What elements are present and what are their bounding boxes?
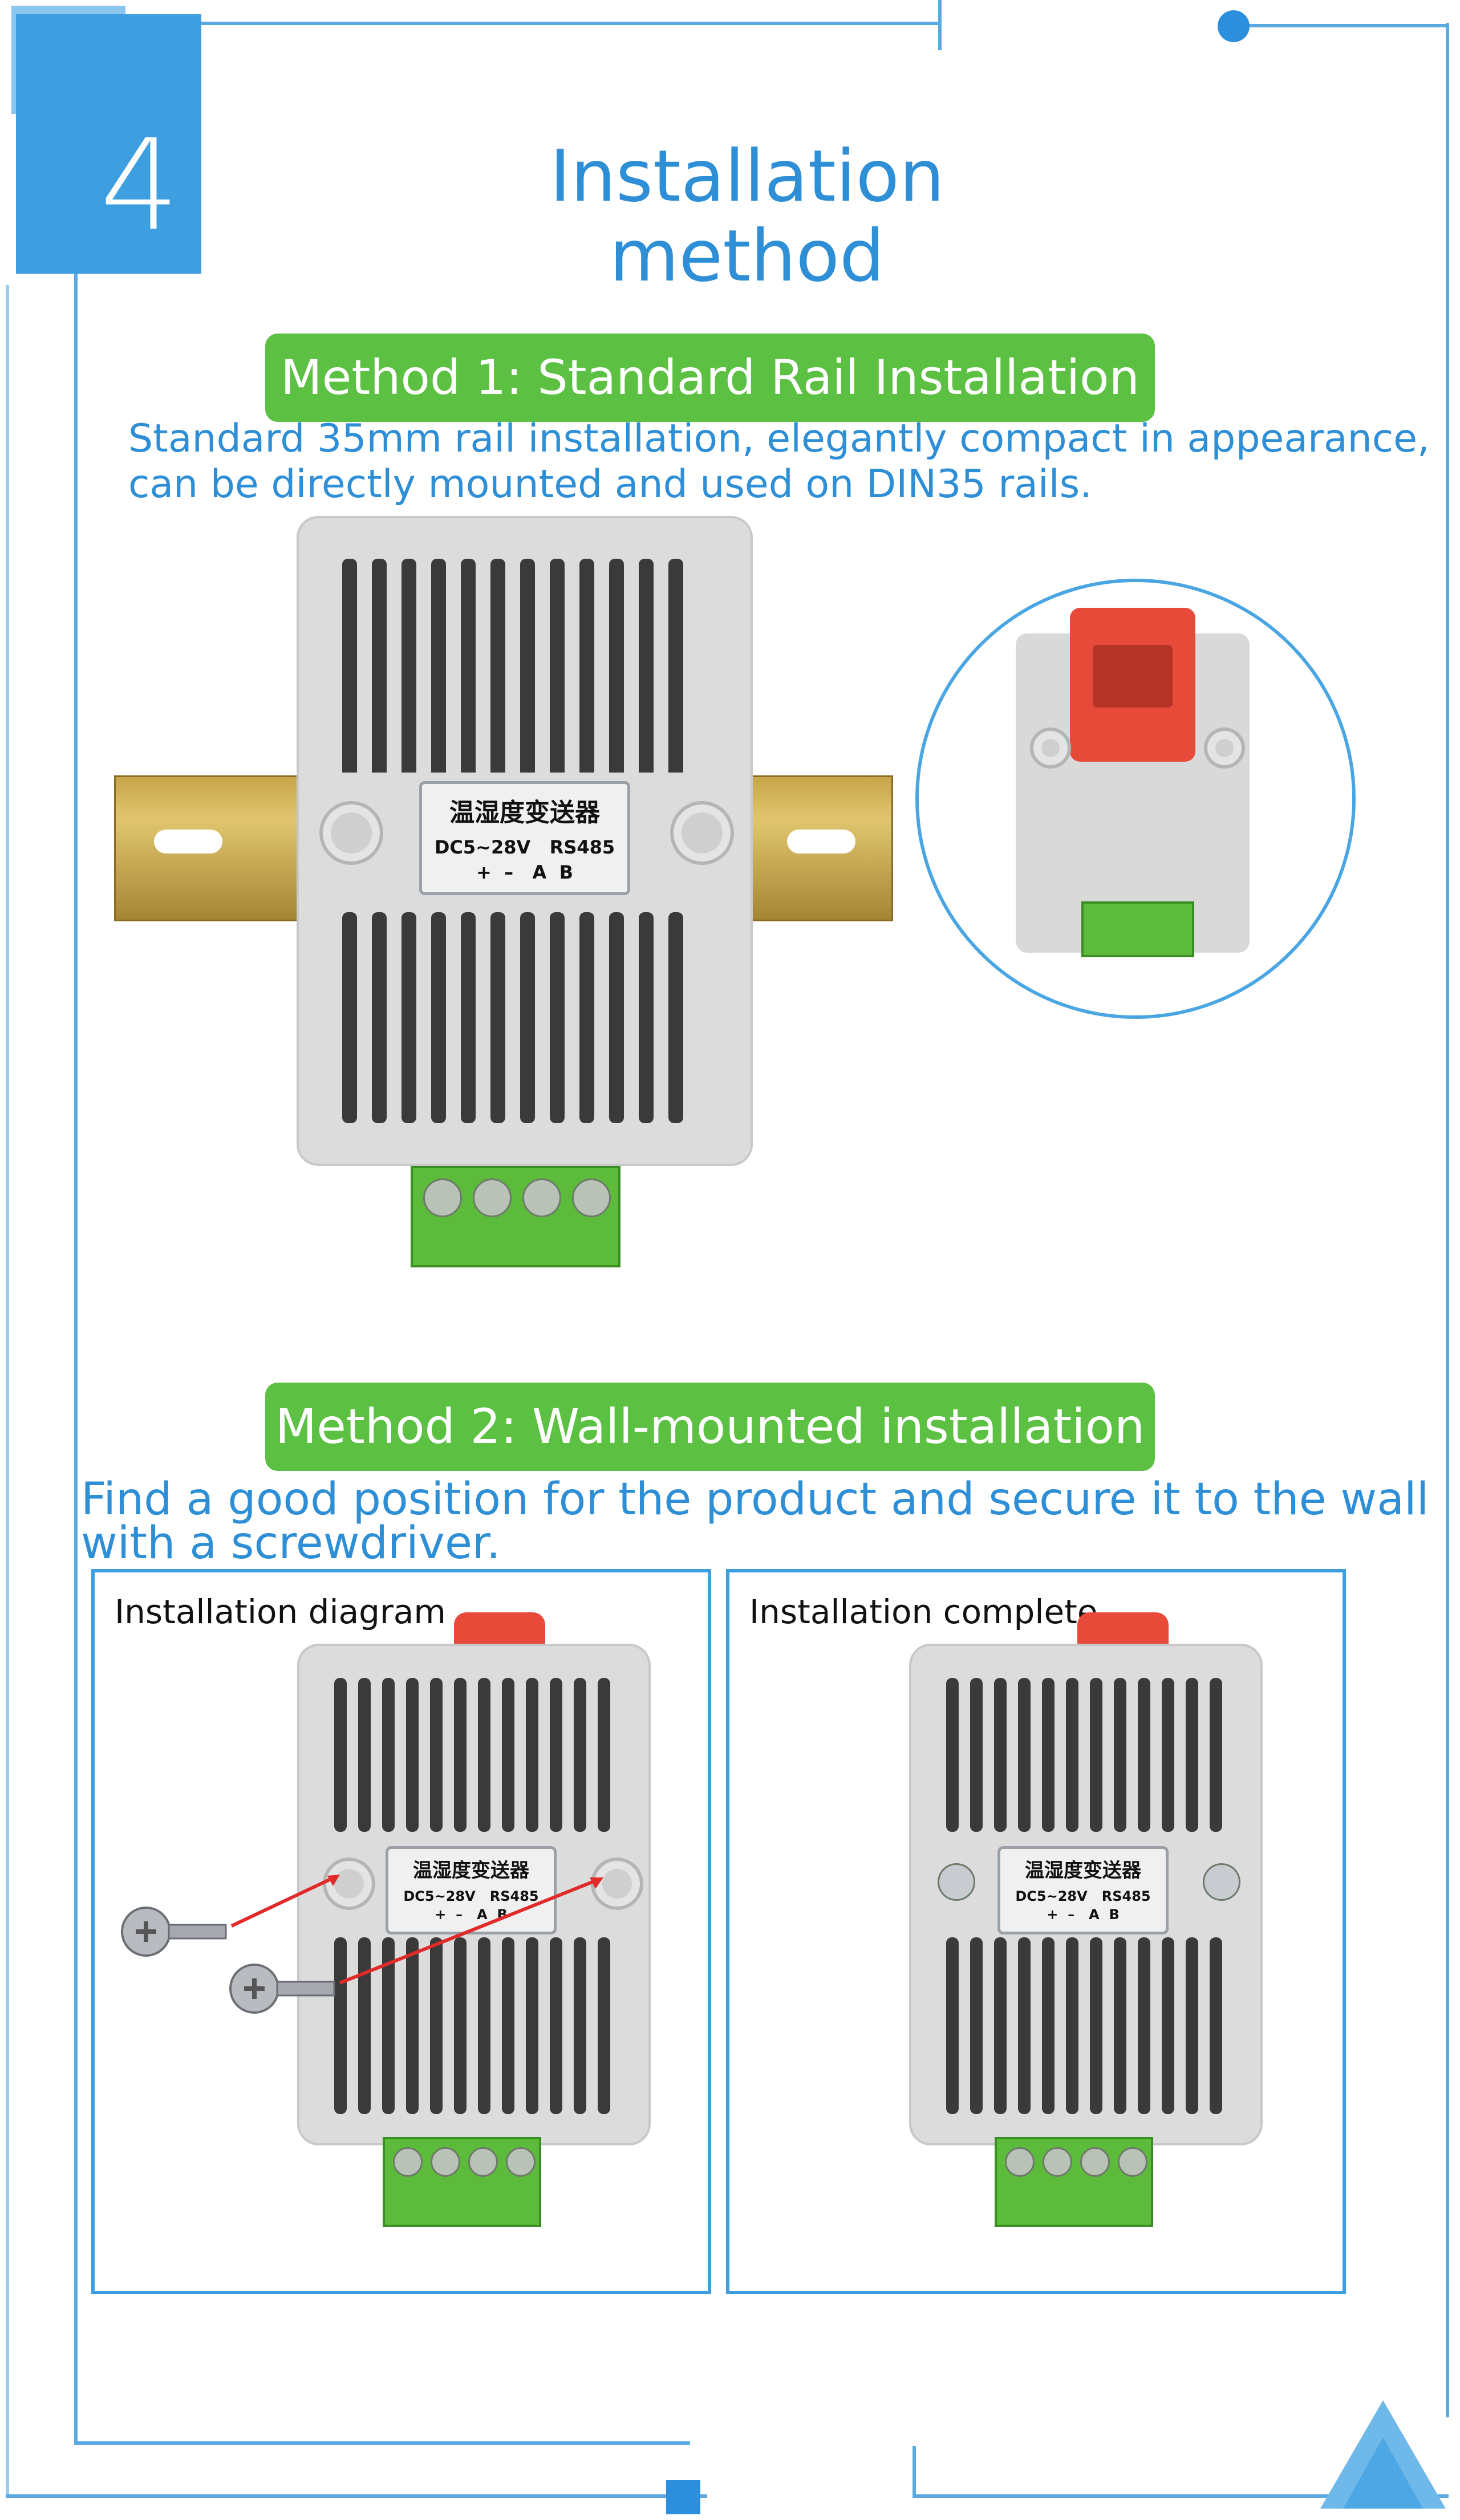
installed-screw-icon xyxy=(1203,1863,1240,1901)
terminal-screw-icon xyxy=(522,1178,561,1217)
complete-label-terminals: + – A B xyxy=(1047,1907,1120,1922)
upper-grille xyxy=(342,559,683,810)
terminal-screw-icon xyxy=(431,2147,460,2177)
triangle-icon xyxy=(1320,2400,1446,2509)
arrow-line-left xyxy=(230,1876,335,1928)
page-title: Installation method xyxy=(549,135,945,298)
mount-hole-left xyxy=(319,801,383,865)
frame-bottom-left xyxy=(6,2494,707,2498)
method1-heading: Method 1: Standard Rail Installation xyxy=(265,334,1155,422)
wall-terminal-block xyxy=(383,2137,541,2227)
terminal-screw-icon xyxy=(1005,2147,1035,2177)
method1-description-line2: can be directly mounted and used on DIN3… xyxy=(128,462,1092,507)
complete-label-voltage: DC5~28V xyxy=(1015,1888,1088,1904)
method1-description-line1: Standard 35mm rail installation, elegant… xyxy=(128,416,1430,461)
wall-lower-grille xyxy=(334,1937,610,2114)
wall-upper-grille xyxy=(334,1678,610,1832)
wall-hole-left xyxy=(323,1858,375,1910)
terminal-block xyxy=(411,1166,620,1267)
screws-arrows-diagram xyxy=(121,1875,603,2014)
number-box xyxy=(16,14,201,274)
complete-lower-grille xyxy=(946,1937,1222,2114)
frame-right-line xyxy=(1446,23,1449,2417)
screw-icon xyxy=(229,1964,335,2014)
complete-upper-grille xyxy=(946,1678,1222,1832)
back-hole-right xyxy=(1204,727,1245,769)
frame-bottom-right xyxy=(912,2494,1449,2498)
installed-screw-icon xyxy=(938,1863,975,1901)
wall-label-terminals: + – A B xyxy=(435,1907,508,1922)
arrow-head-icon xyxy=(327,1875,340,1886)
complete-label-plate: 温湿度变送器 DC5~28V RS485 + – A B xyxy=(997,1846,1169,1934)
complete-terminal-block xyxy=(995,2137,1153,2227)
terminal-screw-icon xyxy=(1043,2147,1072,2177)
arrow-line-right xyxy=(339,1879,598,1985)
rail-slot-right xyxy=(787,830,855,853)
mount-hole-right xyxy=(670,801,734,865)
method2-heading: Method 2: Wall-mounted installation xyxy=(265,1383,1155,1471)
wall-label-protocol: RS485 xyxy=(489,1888,539,1904)
panel-right-label: Installation complete xyxy=(749,1592,1098,1631)
terminal-screw-icon xyxy=(423,1178,462,1217)
frame-left-line xyxy=(74,22,78,2445)
terminal-screw-icon xyxy=(393,2147,423,2177)
installation-complete-panel: Installation complete 温湿度变送器 DC5~28V RS4… xyxy=(726,1569,1346,2294)
terminal-screw-icon xyxy=(572,1178,611,1217)
screw-icon xyxy=(121,1907,227,1957)
terminal-screw-icon xyxy=(506,2147,536,2177)
frame-dot-icon xyxy=(1218,10,1250,42)
wall-label-plate: 温湿度变送器 DC5~28V RS485 + – A B xyxy=(386,1846,557,1934)
frame-left-outer xyxy=(6,285,9,2497)
terminal-screw-icon xyxy=(1118,2147,1147,2177)
installation-diagram-panel: Installation diagram 温湿度变送器 DC5~28V RS48… xyxy=(91,1569,711,2294)
device-label-plate: 温湿度变送器 DC5~28V RS485 + – A B xyxy=(419,781,630,895)
device-label-name: 温湿度变送器 xyxy=(449,798,600,827)
frame-top-tick xyxy=(938,0,942,50)
complete-label-name: 温湿度变送器 xyxy=(1025,1859,1141,1882)
complete-label-protocol: RS485 xyxy=(1101,1888,1151,1904)
frame-square-icon xyxy=(666,2480,700,2514)
inset-terminal-block xyxy=(1081,901,1194,957)
device-label-terminals: + – A B xyxy=(476,861,573,883)
frame-top-right-line xyxy=(1238,24,1449,27)
back-hole-left xyxy=(1030,727,1071,769)
terminal-screw-icon xyxy=(468,2147,498,2177)
frame-bottom-right-tick xyxy=(912,2446,916,2497)
frame-top-line xyxy=(74,22,941,25)
section-number: 4 xyxy=(100,112,180,258)
method2-description-line1: Find a good position for the product and… xyxy=(81,1474,1429,1525)
wall-label-voltage: DC5~28V xyxy=(403,1888,476,1904)
terminal-screw-icon xyxy=(1080,2147,1110,2177)
rail-mount-image: 温湿度变送器 DC5~28V RS485 + – A B xyxy=(114,513,901,1267)
wall-label-name: 温湿度变送器 xyxy=(413,1859,529,1882)
clip-window xyxy=(1093,645,1173,708)
panel-left-label: Installation diagram xyxy=(115,1592,446,1631)
arrow-head-icon xyxy=(590,1877,603,1889)
rail-clip-inset xyxy=(915,579,1356,1019)
method2-description-line2: with a screwdriver. xyxy=(81,1518,501,1569)
lower-grille xyxy=(342,912,683,1123)
device-label-protocol: RS485 xyxy=(549,836,615,858)
device-label-voltage: DC5~28V xyxy=(434,836,531,858)
frame-bottom-line xyxy=(74,2441,690,2445)
terminal-screw-icon xyxy=(473,1178,512,1217)
rail-slot-left xyxy=(154,830,222,853)
